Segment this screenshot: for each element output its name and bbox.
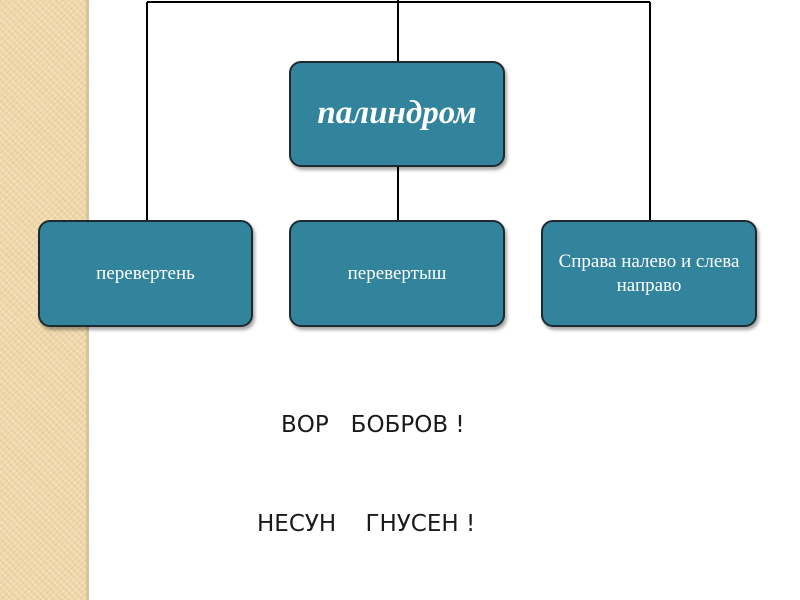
root-node-label: палиндром <box>317 95 477 132</box>
example-phrase-2: НЕСУН ГНУСЕН ! <box>257 511 476 537</box>
child-node-3: Справа налево и слева направо <box>541 220 757 327</box>
example-phrase-1: ВОР БОБРОВ ! <box>281 412 465 438</box>
root-node-palindrome: палиндром <box>289 61 505 167</box>
child-node-2-label: перевертыш <box>347 262 447 284</box>
child-node-2: перевертыш <box>289 220 505 327</box>
child-node-1: перевертень <box>38 220 253 327</box>
child-node-1-label: перевертень <box>96 262 195 284</box>
child-node-3-label: Справа налево и слева направо <box>558 250 740 296</box>
